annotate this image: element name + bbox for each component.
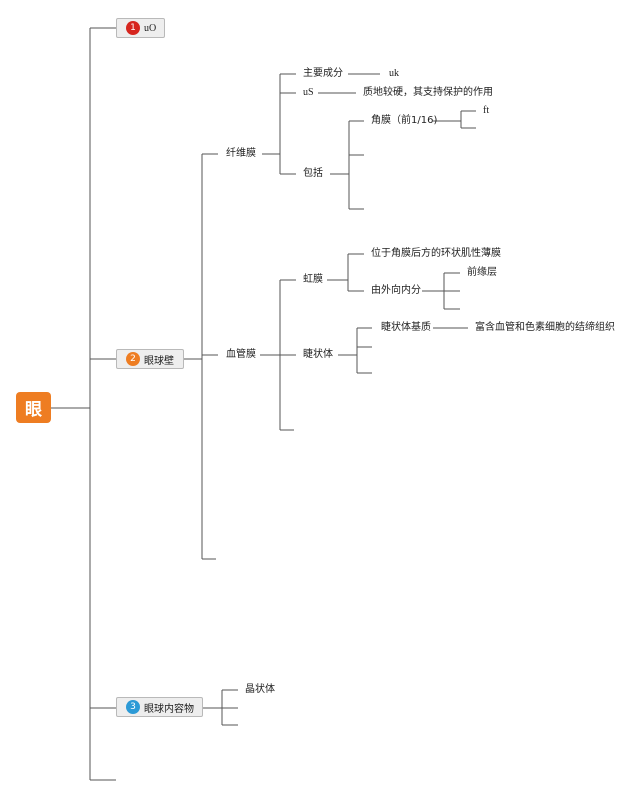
- branch-node-eyeball-contents[interactable]: 3 眼球内容物: [116, 697, 203, 717]
- branch-node-1[interactable]: 1 uO: [116, 18, 165, 38]
- topic-main-component-value[interactable]: uk: [389, 68, 399, 79]
- number-badge-2: 2: [126, 352, 140, 366]
- branch-label-1: uO: [144, 22, 157, 34]
- topic-ciliary-body[interactable]: 睫状体: [303, 349, 333, 360]
- topic-property[interactable]: uS: [303, 87, 314, 98]
- topic-cornea-child[interactable]: ft: [483, 105, 490, 116]
- topic-lens[interactable]: 晶状体: [245, 684, 275, 695]
- topic-anterior-border-layer[interactable]: 前缘层: [467, 267, 497, 278]
- topic-iris-layers[interactable]: 由外向内分: [371, 285, 421, 296]
- branch-label-eyeball-wall: 眼球壁: [144, 355, 174, 367]
- topic-ciliary-stroma[interactable]: 睫状体基质: [381, 322, 431, 333]
- topic-vascular-tunic[interactable]: 血管膜: [226, 349, 256, 360]
- number-badge-3: 3: [126, 700, 140, 714]
- topic-iris-position[interactable]: 位于角膜后方的环状肌性薄膜: [371, 248, 501, 259]
- topic-main-component[interactable]: 主要成分: [303, 68, 343, 79]
- topic-ciliary-stroma-value[interactable]: 富含血管和色素细胞的结缔组织: [475, 322, 615, 333]
- branch-label-eyeball-contents: 眼球内容物: [144, 703, 194, 715]
- root-topic-eye[interactable]: 眼: [16, 392, 51, 423]
- topic-cornea[interactable]: 角膜（前1/16): [371, 115, 438, 126]
- topic-fibrous-tunic[interactable]: 纤维膜: [226, 148, 256, 159]
- topic-iris[interactable]: 虹膜: [303, 274, 323, 285]
- topic-property-value[interactable]: 质地较硬，其支持保护的作用: [363, 87, 493, 98]
- topic-includes[interactable]: 包括: [303, 168, 323, 179]
- branch-node-eyeball-wall[interactable]: 2 眼球壁: [116, 349, 184, 369]
- number-badge-1: 1: [126, 21, 140, 35]
